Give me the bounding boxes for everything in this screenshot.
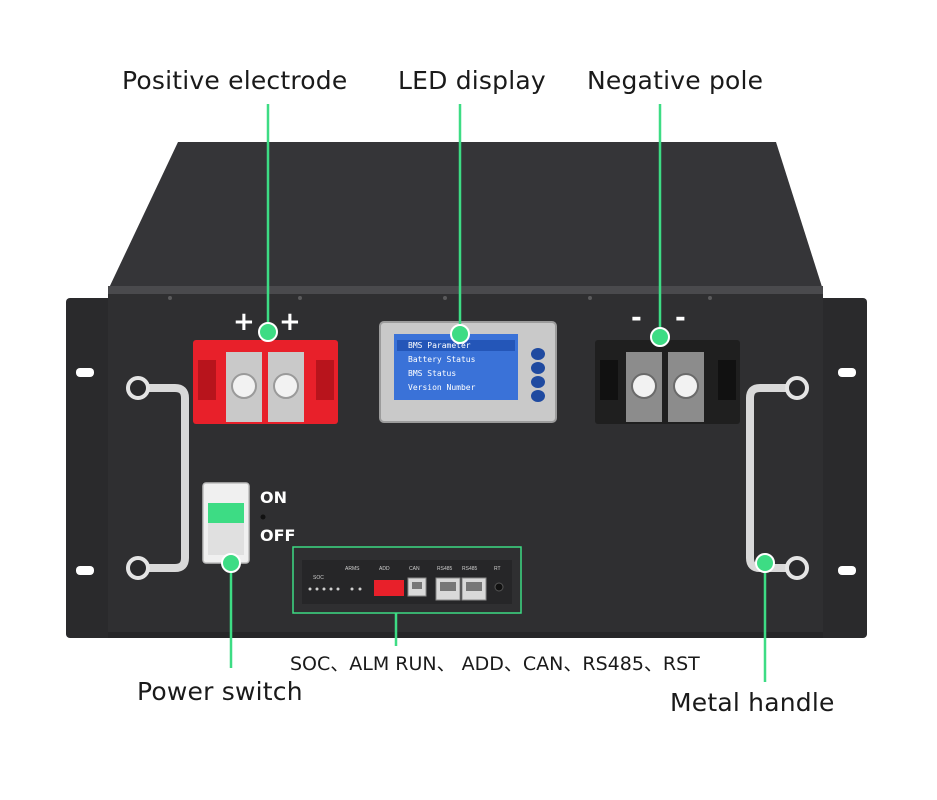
- ear-slot: [838, 566, 856, 575]
- switch-off-label: OFF: [260, 526, 295, 545]
- ear-slot: [76, 368, 94, 377]
- right-mounting-ear: [815, 298, 867, 638]
- port-label: CAN: [409, 566, 420, 572]
- left-metal-handle: [126, 376, 189, 580]
- ports-caption: SOC、ALM RUN、 ADD、CAN、RS485、RST: [290, 653, 700, 675]
- positive-electrode-label: Positive electrode: [122, 66, 348, 95]
- lcd-button[interactable]: [531, 348, 545, 360]
- switch-on-label: ON: [260, 488, 287, 507]
- alm-run-leds: [350, 587, 362, 591]
- callout-dot: [450, 324, 470, 344]
- add-dip-switch[interactable]: [374, 580, 404, 596]
- negative-terminal: [595, 340, 740, 424]
- panel-screws: [168, 296, 712, 300]
- negative-sign: -: [675, 303, 686, 333]
- port-label: RS485: [462, 566, 478, 572]
- port-label: RS485: [437, 566, 453, 572]
- callout-dot: [258, 322, 278, 342]
- lcd-button[interactable]: [531, 362, 545, 374]
- rs485-port-slot: [440, 582, 456, 591]
- callout-lines: [229, 104, 767, 682]
- lcd-buttons: [531, 348, 545, 402]
- callout-dot: [221, 553, 241, 573]
- lcd-menu-item: Version Number: [408, 383, 476, 392]
- metal-handle-label: Metal handle: [670, 688, 835, 717]
- power-switch-label: Power switch: [137, 677, 303, 706]
- lcd-menu-item: BMS Parameter: [408, 341, 471, 350]
- lcd-button[interactable]: [531, 376, 545, 388]
- callout-dot: [650, 327, 670, 347]
- negative-pole-label: Negative pole: [587, 66, 764, 95]
- port-label: ARMS: [345, 566, 360, 572]
- battery-top-edge: [108, 286, 823, 294]
- rs485-port-slot: [466, 582, 482, 591]
- rst-button[interactable]: [494, 582, 504, 592]
- negative-sign: -: [631, 303, 642, 333]
- lcd-menu-item: Battery Status: [408, 355, 476, 364]
- port-label: ADD: [379, 566, 390, 572]
- port-label: SOC: [313, 575, 324, 581]
- lcd-button[interactable]: [531, 390, 545, 402]
- soc-leds: [308, 587, 340, 591]
- can-port-slot: [412, 582, 422, 589]
- lcd-menu-item: BMS Status: [408, 369, 456, 378]
- left-mounting-ear: [66, 298, 116, 638]
- positive-sign: +: [279, 307, 301, 337]
- power-switch[interactable]: [202, 482, 250, 564]
- switch-indicator: [260, 514, 266, 520]
- ear-slot: [838, 368, 856, 377]
- right-metal-handle: [746, 376, 809, 580]
- front-panel-bottom-edge: [108, 632, 823, 638]
- callout-dots: [221, 322, 775, 573]
- lcd-menu: BMS Parameter Battery Status BMS Status …: [408, 341, 476, 392]
- led-display: [379, 321, 557, 423]
- port-label: RT: [494, 566, 501, 572]
- positive-sign: +: [233, 307, 255, 337]
- ear-slot: [76, 566, 94, 575]
- battery-top-cover: [108, 142, 823, 290]
- positive-terminal: [193, 340, 338, 424]
- callout-dot: [755, 553, 775, 573]
- led-display-label: LED display: [398, 66, 546, 95]
